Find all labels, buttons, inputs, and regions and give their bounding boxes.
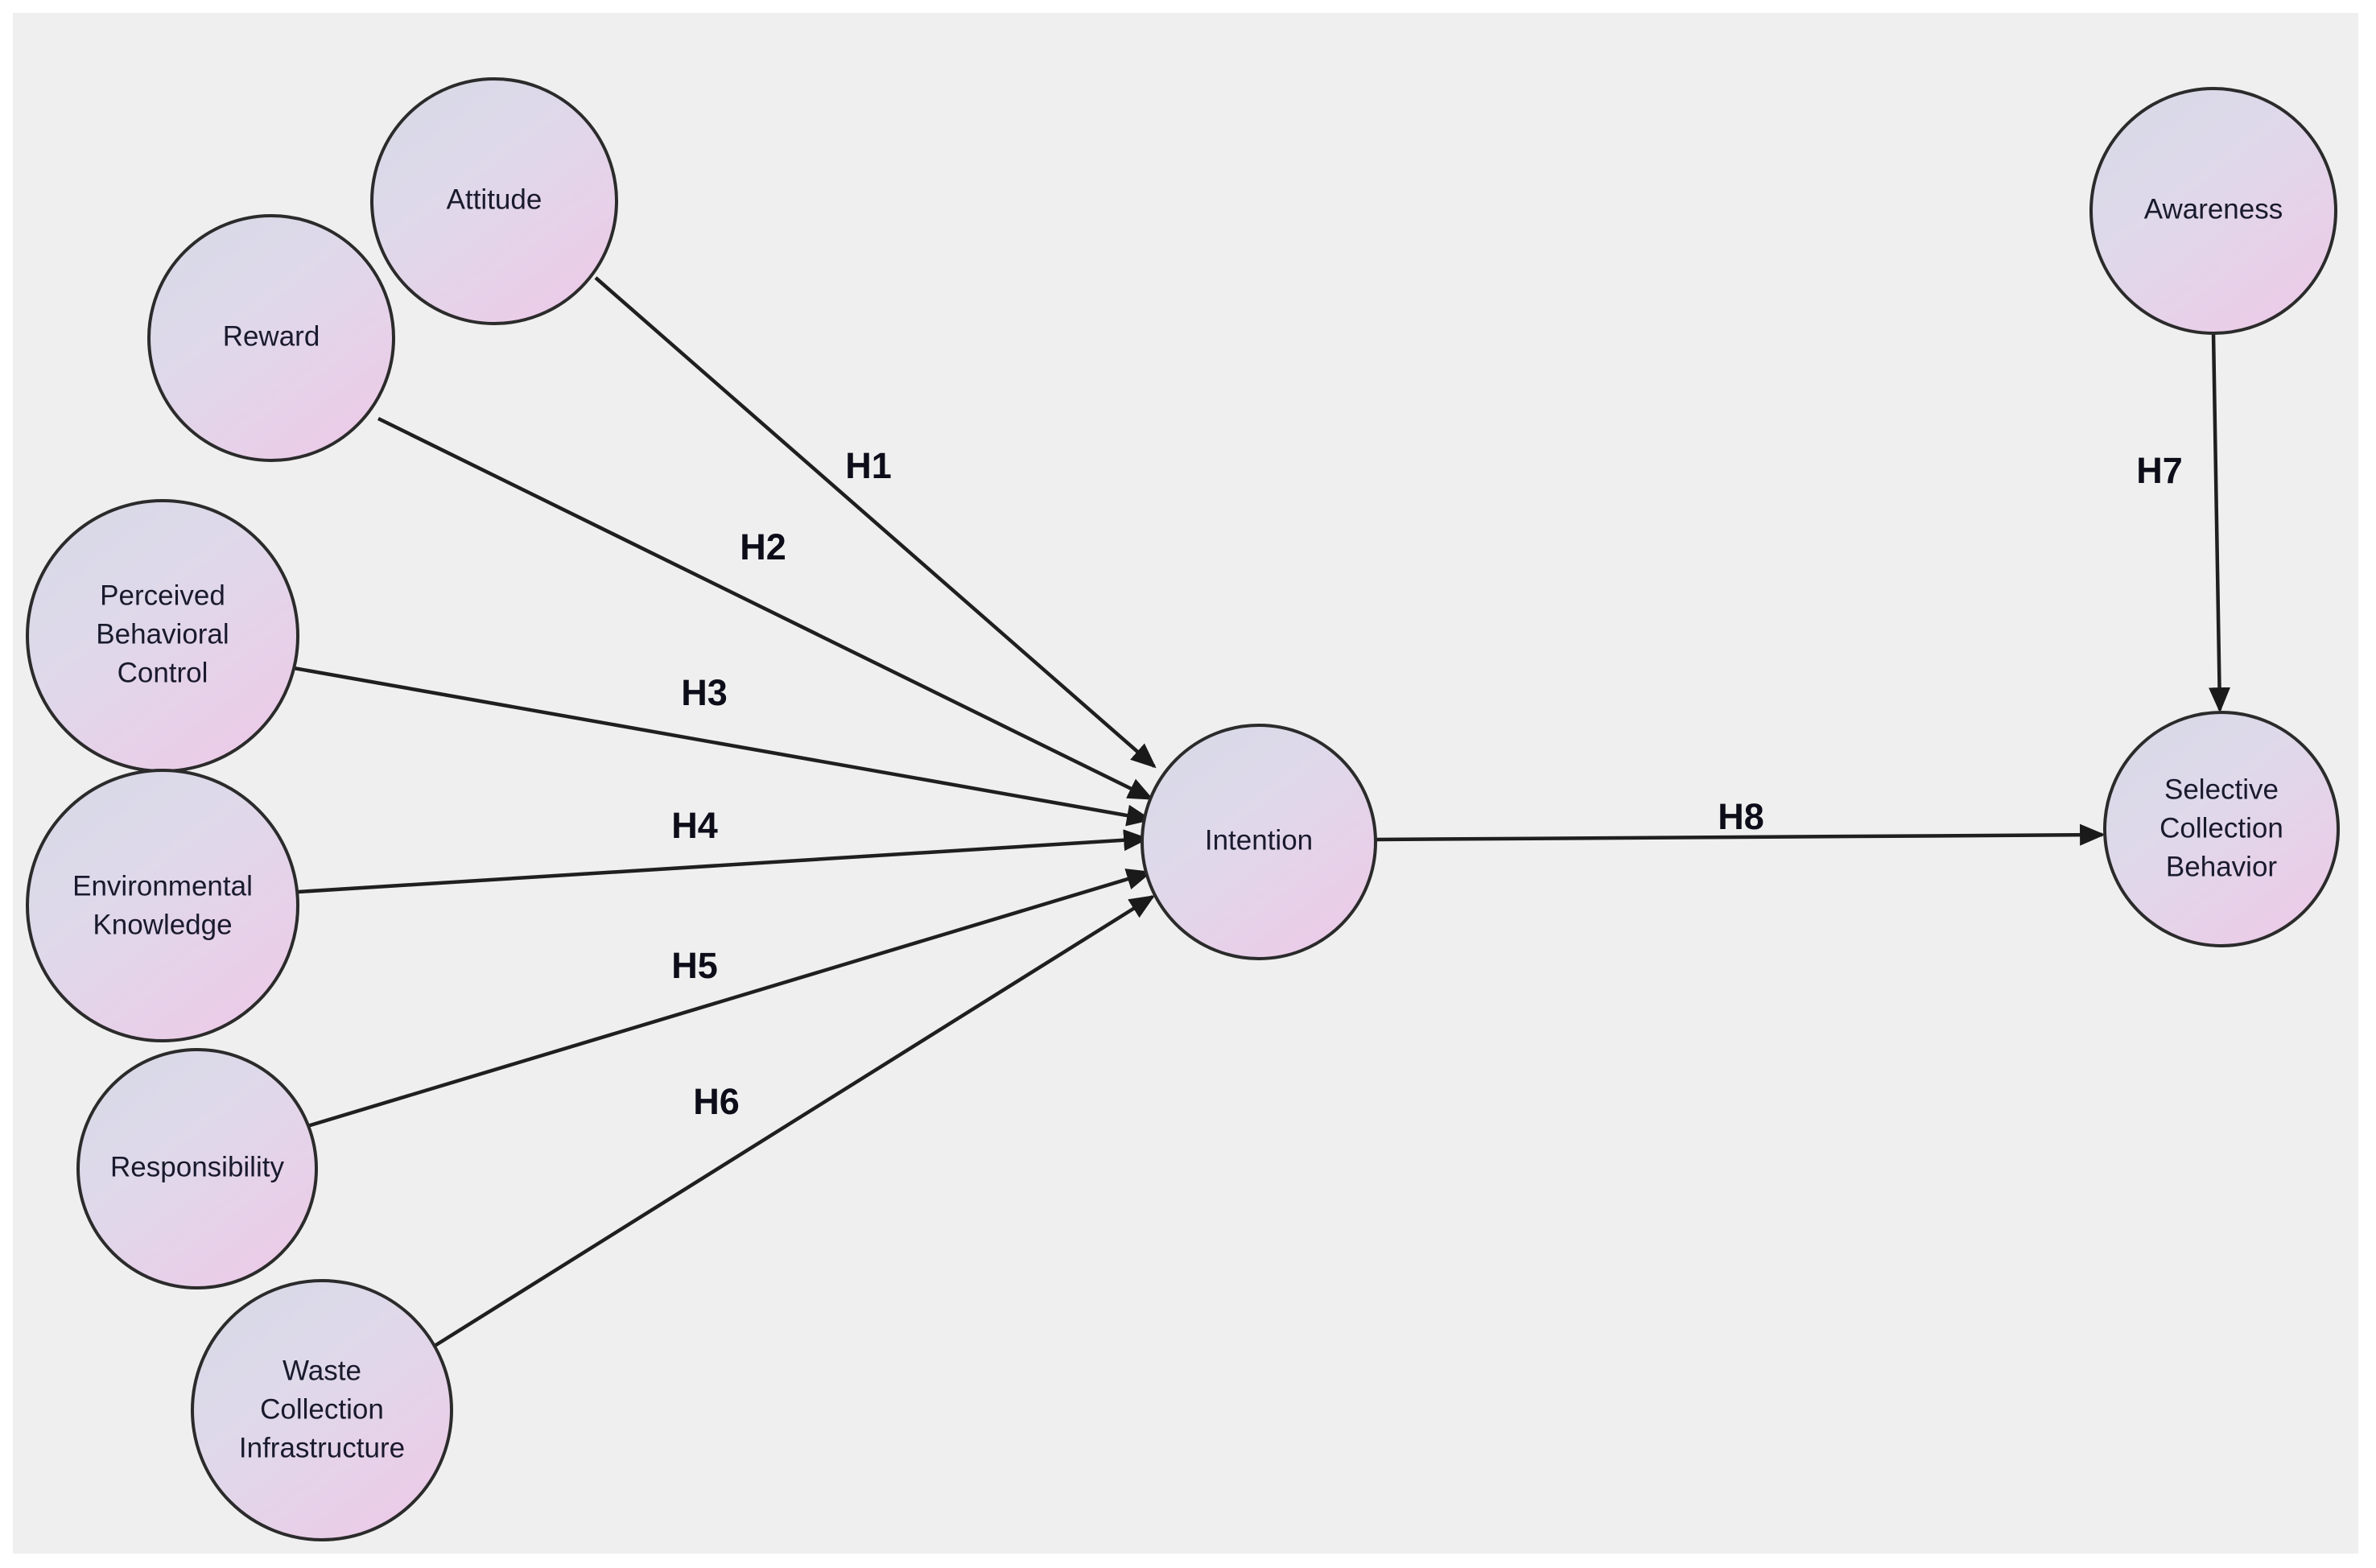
edge-label-h1: H1 bbox=[845, 445, 892, 486]
edge-h6[interactable] bbox=[433, 895, 1156, 1347]
node-selective-collection-behavior[interactable]: Selective Collection Behavior bbox=[2103, 711, 2340, 947]
edge-label-h4: H4 bbox=[671, 805, 718, 846]
node-waste-collection-infrastructure-shape[interactable] bbox=[191, 1279, 453, 1541]
node-responsibility-shape[interactable] bbox=[76, 1048, 318, 1289]
edges-group bbox=[293, 276, 2231, 1347]
nodes-group: Attitude Reward Perceived Behavioral Con… bbox=[26, 77, 2340, 1541]
edge-h4[interactable] bbox=[297, 829, 1149, 894]
node-selective-collection-behavior-shape[interactable] bbox=[2103, 711, 2340, 947]
node-attitude-shape[interactable] bbox=[370, 77, 618, 325]
edge-label-h3: H3 bbox=[681, 672, 728, 713]
node-environmental-knowledge[interactable]: Environmental Knowledge bbox=[26, 769, 299, 1042]
node-intention-shape[interactable] bbox=[1141, 724, 1377, 960]
edge-h7[interactable] bbox=[2209, 332, 2231, 713]
node-intention[interactable]: Intention bbox=[1141, 724, 1377, 960]
edge-label-h7: H7 bbox=[2136, 450, 2183, 491]
edge-labels-group: H1 H2 H3 H4 H5 H6 H7 H8 bbox=[671, 445, 2183, 1122]
edge-label-h5: H5 bbox=[671, 945, 718, 986]
node-perceived-behavioral-control-shape[interactable] bbox=[26, 499, 299, 773]
node-reward-shape[interactable] bbox=[147, 214, 395, 462]
edge-label-h6: H6 bbox=[693, 1081, 740, 1122]
node-attitude[interactable]: Attitude bbox=[370, 77, 618, 325]
node-awareness-shape[interactable] bbox=[2089, 87, 2337, 335]
edge-h2[interactable] bbox=[377, 416, 1154, 801]
node-responsibility[interactable]: Responsibility bbox=[76, 1048, 318, 1289]
node-reward[interactable]: Reward bbox=[147, 214, 395, 462]
edge-label-h8: H8 bbox=[1718, 796, 1764, 837]
node-perceived-behavioral-control[interactable]: Perceived Behavioral Control bbox=[26, 499, 299, 773]
node-awareness[interactable]: Awareness bbox=[2089, 87, 2337, 335]
edge-h5[interactable] bbox=[307, 869, 1153, 1129]
edge-label-h2: H2 bbox=[740, 526, 786, 567]
node-environmental-knowledge-shape[interactable] bbox=[26, 769, 299, 1042]
node-waste-collection-infrastructure[interactable]: Waste Collection Infrastructure bbox=[191, 1279, 453, 1541]
edge-h1[interactable] bbox=[594, 276, 1157, 769]
edge-h8[interactable] bbox=[1376, 823, 2106, 846]
edge-h3[interactable] bbox=[293, 666, 1153, 827]
